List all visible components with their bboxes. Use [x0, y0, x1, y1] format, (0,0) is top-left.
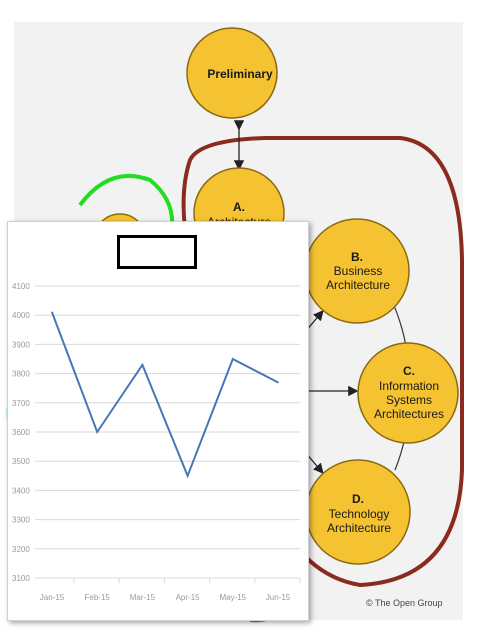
y-tick-label: 3600 — [12, 428, 30, 437]
y-tick-label: 3200 — [12, 545, 30, 554]
data-point — [96, 431, 98, 433]
line-chart: 4100 4000 3900 3800 3700 3600 3500 3400 3300 3200… — [12, 282, 301, 602]
label-d-letter: D. — [352, 492, 364, 506]
label-b-line1: Business — [334, 264, 383, 278]
bubble-preliminary — [186, 27, 278, 119]
label-b-line2: Architecture — [326, 278, 390, 292]
top-strip — [0, 0, 487, 22]
data-point — [232, 358, 234, 360]
data-point — [186, 475, 189, 477]
x-tick-label: Jan-15 — [40, 593, 65, 602]
chart-card: 4100 4000 3900 3800 3700 3600 3500 3400 3300 3200… — [7, 221, 309, 621]
label-c-line2: Systems — [386, 393, 432, 407]
y-tick-label: 4000 — [12, 311, 30, 320]
label-c-letter: C. — [403, 364, 415, 378]
x-tick-label: May-15 — [219, 593, 246, 602]
y-tick-label: 3800 — [12, 370, 30, 379]
label-b-letter: B. — [351, 250, 363, 264]
bubble-c — [357, 342, 459, 444]
x-tick-label: Jun-15 — [266, 593, 291, 602]
series-line — [51, 311, 279, 479]
green-loop — [78, 173, 175, 231]
label-d-line2: Architecture — [327, 521, 391, 535]
label-preliminary: Preliminary — [207, 67, 273, 81]
y-tick-label: 3300 — [12, 516, 30, 525]
data-point — [51, 311, 53, 314]
y-tick-label: 3500 — [12, 457, 30, 466]
label-a-letter: A. — [233, 200, 245, 214]
chart-title-box — [117, 235, 197, 269]
x-tick-label: Mar-15 — [130, 593, 156, 602]
data-point — [277, 381, 279, 384]
x-tick-label: Feb-15 — [85, 593, 111, 602]
y-tick-label: 4100 — [12, 282, 30, 291]
y-tick-label: 3900 — [12, 340, 30, 349]
copyright-text: © The Open Group — [366, 598, 443, 608]
y-tick-label: 3700 — [12, 399, 30, 408]
label-c-line1: Information — [379, 379, 439, 393]
y-tick-label: 3100 — [12, 574, 30, 583]
label-d-line1: Technology — [329, 507, 390, 521]
label-c-line3: Architectures — [374, 407, 444, 421]
x-tick-label: Apr-15 — [176, 593, 201, 602]
data-point — [141, 364, 144, 366]
y-tick-label: 3400 — [12, 486, 30, 495]
